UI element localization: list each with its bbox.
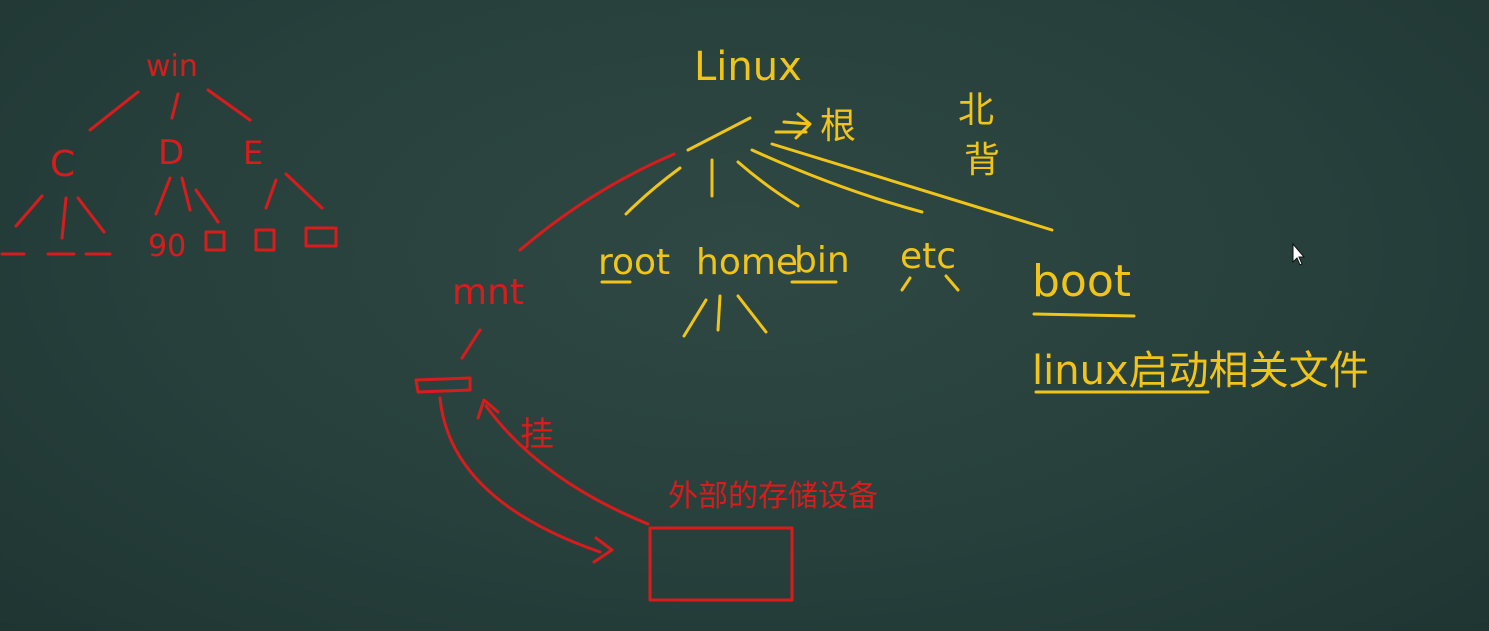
back-note-bottom-label: 背 bbox=[964, 140, 1000, 181]
mount-action-label: 挂 bbox=[520, 415, 554, 455]
root-note-label: 根 bbox=[820, 106, 856, 147]
dir-boot-label: boot bbox=[1032, 256, 1131, 307]
tree-branch bbox=[716, 294, 722, 332]
dir-etc-label: etc bbox=[900, 236, 956, 277]
tree-branch bbox=[682, 298, 708, 338]
tree-branch bbox=[624, 166, 682, 216]
tree-branch bbox=[736, 294, 768, 334]
mount-arrow-down bbox=[438, 396, 602, 554]
tree-branch bbox=[170, 92, 180, 120]
folder-box bbox=[254, 228, 276, 252]
tree-branch bbox=[194, 188, 220, 224]
dir-bin-label: bin bbox=[794, 240, 850, 281]
tree-branch bbox=[154, 176, 172, 216]
root-slash bbox=[686, 116, 752, 152]
folder-box bbox=[304, 226, 338, 248]
tree-branch bbox=[460, 328, 482, 360]
cursor-arrow-icon bbox=[1292, 242, 1306, 266]
back-note-top-label: 北 bbox=[958, 90, 994, 131]
underline bbox=[1032, 312, 1136, 318]
mount-diagram: mnt 挂 外部的存储设备 bbox=[414, 152, 878, 602]
windows-drive-tree: win C D E 90 bbox=[0, 49, 338, 264]
mnt-label: mnt bbox=[452, 272, 524, 313]
boot-note-label: linux启动相关文件 bbox=[1032, 348, 1369, 394]
dir-home-label: home bbox=[696, 242, 798, 283]
dir-root-label: root bbox=[598, 242, 670, 283]
tree-branch bbox=[180, 176, 192, 212]
arrow-to-root-note bbox=[774, 112, 812, 140]
tree-branch bbox=[736, 160, 800, 208]
external-storage-label: 外部的存储设备 bbox=[668, 479, 878, 514]
tree-branch bbox=[900, 274, 960, 292]
tree-branch bbox=[750, 148, 924, 214]
branch-to-mnt bbox=[518, 152, 676, 252]
arrow-head bbox=[476, 398, 500, 420]
tree-branch bbox=[14, 194, 44, 228]
tree-branch bbox=[88, 90, 140, 132]
tree-branch bbox=[60, 196, 68, 240]
tree-branch bbox=[76, 196, 106, 234]
folder-box bbox=[204, 230, 226, 252]
mount-arrow-up bbox=[484, 404, 650, 526]
tree-branch bbox=[284, 172, 324, 210]
drive-d-label: D bbox=[158, 133, 184, 173]
external-storage-box bbox=[648, 526, 794, 602]
drive-d-children-label: 90 bbox=[148, 229, 186, 264]
tree-branch bbox=[770, 142, 1054, 232]
drive-e-label: E bbox=[243, 134, 263, 172]
drive-c-label: C bbox=[50, 144, 75, 185]
mount-point-box bbox=[414, 376, 472, 394]
arrow-head bbox=[592, 536, 614, 564]
linux-directory-tree: Linux 根 北 背 root home bin etc boot linux… bbox=[598, 44, 1369, 394]
linux-root-label: Linux bbox=[694, 44, 802, 90]
tree-branch bbox=[264, 178, 278, 210]
windows-root-label: win bbox=[146, 49, 198, 84]
tree-branch bbox=[206, 88, 252, 122]
